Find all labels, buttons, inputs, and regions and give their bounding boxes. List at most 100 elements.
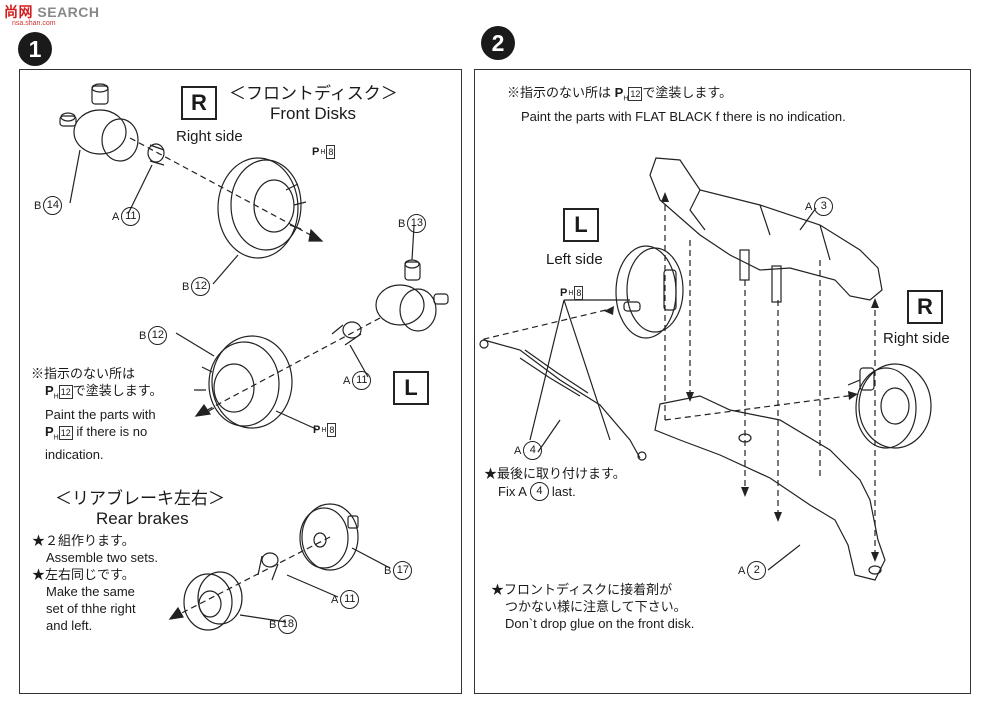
step1-front-title-en: Front Disks <box>270 104 356 123</box>
step2-note-en: Paint the parts with FLAT BLACK f there … <box>521 108 846 124</box>
a2-lower-frame-drawing <box>654 395 886 581</box>
step1-right-side-label: Right side <box>176 128 243 145</box>
step2-paint-h: H <box>568 289 574 297</box>
part-letter: B <box>398 217 406 230</box>
b18-rear-drum-drawing <box>183 571 243 631</box>
note-en-line2: PH12 if there is no <box>31 423 162 447</box>
note-p-mark: P <box>45 383 54 398</box>
b17-rear-disk-drawing <box>299 503 359 571</box>
a3-upper-frame-drawing <box>649 157 883 303</box>
right-disk-drawing <box>855 363 932 449</box>
part-letter: A <box>805 200 813 213</box>
part-num: 18 <box>278 615 298 634</box>
logo-text: SEARCH <box>37 4 100 20</box>
part-num: 2 <box>747 561 767 580</box>
part-num: 11 <box>352 371 372 390</box>
step1-badge-r: R <box>181 86 217 120</box>
note-h-mark-2: H <box>53 434 59 442</box>
part-num: 13 <box>407 214 427 233</box>
note-jp-rest: で塗装します。 <box>72 383 163 398</box>
step2-right-side-label: Right side <box>883 330 950 347</box>
step1-rear-notes: ★２組作ります。 Assemble two sets. ★左右同じです。 Mak… <box>32 532 158 634</box>
note-en-line1: Paint the parts with <box>45 406 156 422</box>
fix-en-num: 4 <box>529 482 549 501</box>
step2-glue-note: ★フロントディスクに接着剤が つかない様に注意して下さい。 Don`t drop… <box>491 581 694 632</box>
b12-disk-top-drawing <box>217 157 307 259</box>
step2-note-code: 12 <box>628 87 643 101</box>
note-code: 12 <box>58 385 73 399</box>
fix-en-suffix: last. <box>551 484 576 499</box>
rear-note-3: ★左右同じです。 <box>32 567 135 582</box>
note-en-rest: if there is no <box>72 423 148 439</box>
note-p-mark-2: P <box>45 423 54 439</box>
note-code-2: 12 <box>58 425 73 440</box>
part-letter: B <box>384 564 392 577</box>
a11-pin-mid-drawing <box>331 321 362 346</box>
step-2-number: 2 <box>481 26 515 60</box>
part-letter: A <box>343 374 351 387</box>
step2-panel <box>474 69 971 694</box>
part-num: 11 <box>340 590 360 609</box>
part-letter: A <box>331 593 339 606</box>
part-letter: B <box>182 280 190 293</box>
step2-left-side-label: Left side <box>546 251 603 268</box>
part-num: 4 <box>523 441 543 460</box>
step2-note-p: P <box>614 85 624 100</box>
watermark-url: nsa.shan.com <box>12 20 56 27</box>
part-num: 11 <box>121 207 141 226</box>
rear-note-6: and left. <box>46 618 93 633</box>
glue-en: Don`t drop glue on the front disk. <box>505 616 695 631</box>
step2-paint-num: 8 <box>574 286 584 300</box>
rear-note-4: Make the same <box>46 584 135 599</box>
rear-note-5: set of thhe right <box>46 601 136 616</box>
fix-jp: ★最後に取り付けます。 <box>484 466 626 481</box>
step1-panel <box>19 69 462 694</box>
b12-disk-mid-drawing <box>194 335 293 429</box>
part-num: 3 <box>814 197 834 216</box>
paint-num: 8 <box>326 145 336 159</box>
part-num: 14 <box>43 196 63 215</box>
logo-char-2: 网 <box>18 4 33 20</box>
paint-h: H <box>320 148 326 156</box>
note-en-line3: indication. <box>45 447 104 463</box>
step2-note-jp-prefix: ※指示のない所は <box>507 85 612 100</box>
b14-caliper-top-drawing <box>59 83 139 162</box>
step-1-number: 1 <box>18 32 52 66</box>
rear-note-2: Assemble two sets. <box>46 550 158 565</box>
watermark-logo: 尚网 SEARCH <box>4 2 100 22</box>
part-num: 12 <box>148 326 168 345</box>
left-disk-drawing <box>615 245 684 339</box>
step2-note-jp-rest: で塗装します。 <box>642 85 733 100</box>
note-h-mark: H <box>53 393 59 401</box>
step2-badge-r: R <box>907 290 943 324</box>
step1-rear-title-jp: ＜リアブレーキ左右＞ <box>55 489 225 508</box>
part-num: 17 <box>393 561 413 580</box>
paint-num: 8 <box>327 423 337 437</box>
step1-badge-l: L <box>393 371 429 405</box>
glue-jp-2: つかない様に注意して下さい。 <box>505 599 687 614</box>
step2-paint-p: P <box>560 287 568 299</box>
step2-badge-l: L <box>563 208 599 242</box>
paint-p: P <box>312 146 320 158</box>
step1-rear-title-en: Rear brakes <box>96 509 189 528</box>
part-num: 12 <box>191 277 211 296</box>
part-letter: B <box>139 329 147 342</box>
step2-note-h: H <box>623 95 629 103</box>
part-letter: A <box>738 564 746 577</box>
